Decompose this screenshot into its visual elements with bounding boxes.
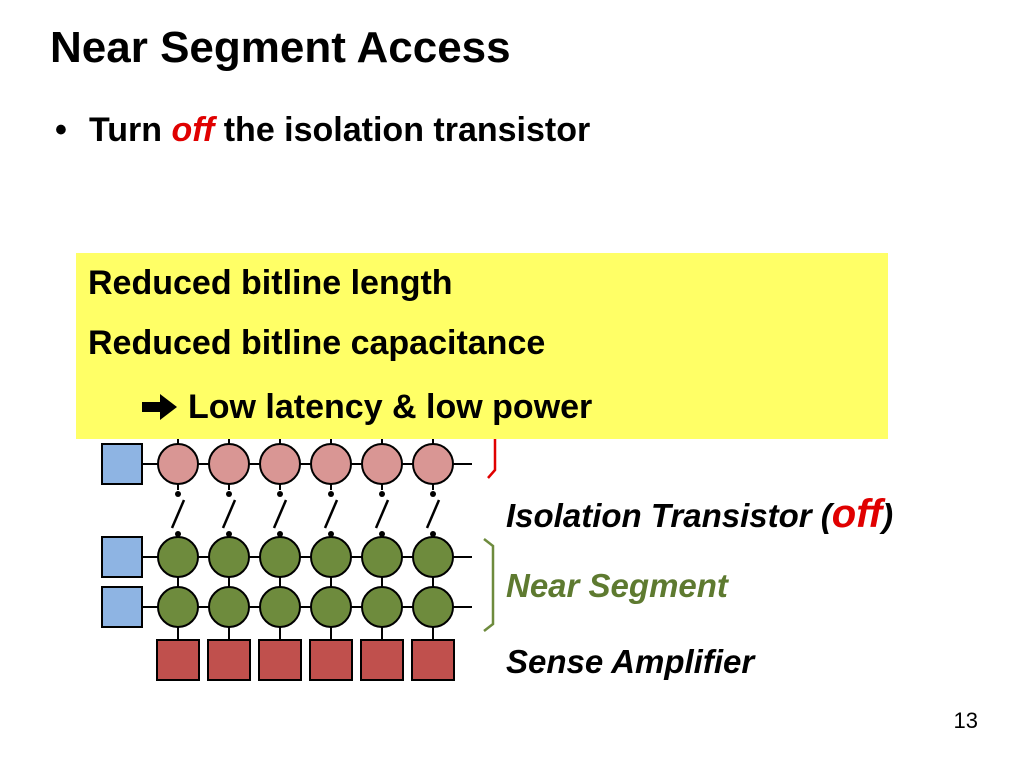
isolation-label-suffix: ): [882, 497, 894, 534]
bullet-dot: •: [55, 111, 67, 149]
near-segment-cell: [208, 586, 250, 628]
sense-amplifier: [156, 639, 200, 681]
isolation-contact-top: [277, 491, 283, 497]
isolation-label-prefix: Isolation Transistor (: [506, 497, 832, 534]
near-segment-cell: [361, 586, 403, 628]
wordline-driver: [101, 586, 143, 628]
isolation-transistor: [221, 499, 237, 529]
far-segment-cell: [412, 443, 454, 485]
isolation-contact-top: [379, 491, 385, 497]
isolation-state-off: off: [831, 492, 883, 536]
near-segment-cell: [310, 586, 352, 628]
sense-amplifier: [309, 639, 353, 681]
isolation-transistor: [272, 499, 288, 529]
far-segment-cell: [361, 443, 403, 485]
isolation-contact-bottom: [430, 531, 436, 537]
wordline-driver: [101, 536, 143, 578]
near-segment-cell: [310, 536, 352, 578]
bullet-emphasis-off: off: [171, 111, 215, 149]
callout-box: Reduced bitline length Reduced bitline c…: [76, 253, 888, 439]
near-segment-cell: [259, 586, 301, 628]
far-segment-cell: [208, 443, 250, 485]
bullet-prefix: Turn: [89, 111, 163, 149]
isolation-contact-top: [328, 491, 334, 497]
wordline-drivers: [101, 443, 143, 628]
callout-line-1: Reduced bitline length: [88, 264, 453, 302]
isolation-transistor: [323, 499, 339, 529]
isolation-contact-bottom: [328, 531, 334, 537]
isolation-contact-bottom: [226, 531, 232, 537]
right-arrow-icon: [142, 387, 188, 427]
isolation-transistor: [170, 499, 186, 529]
page-number: 13: [953, 708, 978, 733]
wordline-driver: [101, 443, 143, 485]
far-segment-cell: [310, 443, 352, 485]
dram-cells: [157, 443, 454, 628]
far-segment-cell: [157, 443, 199, 485]
isolation-contact-top: [175, 491, 181, 497]
slide-title: Near Segment Access: [50, 23, 511, 72]
near-segment-label: Near Segment: [506, 567, 728, 604]
isolation-contact-top: [226, 491, 232, 497]
isolation-contact-bottom: [277, 531, 283, 537]
near-segment-cell: [259, 536, 301, 578]
far-segment-cell: [259, 443, 301, 485]
near-segment-cell: [208, 536, 250, 578]
bullet-suffix: the isolation transistor: [223, 111, 591, 149]
near-segment-brace: [483, 538, 495, 632]
isolation-transistor-label: Isolation Transistor (off): [506, 494, 893, 536]
isolation-transistor: [374, 499, 390, 529]
callout-line-3-row: Low latency & low power: [142, 387, 592, 427]
isolation-transistor: [425, 499, 441, 529]
sense-amplifier: [360, 639, 404, 681]
bullet-point: • Turn off the isolation transistor: [55, 108, 590, 152]
sense-amplifiers: [156, 639, 455, 681]
callout-line-2: Reduced bitline capacitance: [88, 324, 546, 362]
near-segment-cell: [157, 586, 199, 628]
near-segment-cell: [361, 536, 403, 578]
isolation-contact-bottom: [175, 531, 181, 537]
isolation-transistors: [170, 491, 441, 537]
sense-amplifier: [258, 639, 302, 681]
sense-amplifier: [207, 639, 251, 681]
sense-amplifier-label: Sense Amplifier: [506, 643, 755, 680]
isolation-contact-top: [430, 491, 436, 497]
callout-conclusion: Low latency & low power: [188, 388, 593, 426]
isolation-contact-bottom: [379, 531, 385, 537]
near-segment-cell: [412, 586, 454, 628]
near-segment-cell: [157, 536, 199, 578]
near-segment-cell: [412, 536, 454, 578]
sense-amplifier: [411, 639, 455, 681]
